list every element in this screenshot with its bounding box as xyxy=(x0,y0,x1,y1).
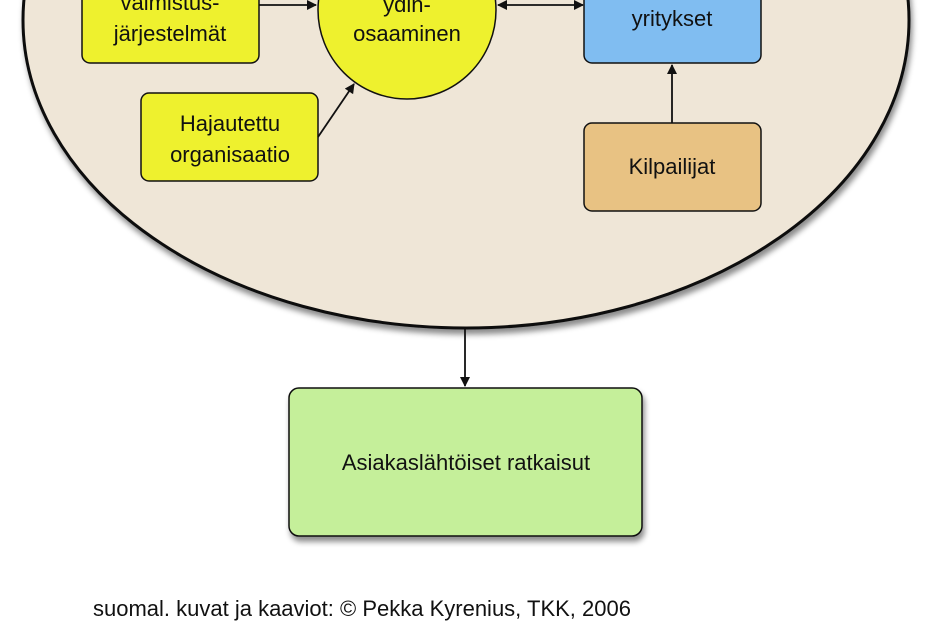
manufacturing-systems-box xyxy=(81,0,260,64)
distributed-organization-box xyxy=(140,92,319,182)
solutions-label: Asiakaslähtöiset ratkaisut xyxy=(342,450,590,475)
companies-label: yritykset xyxy=(632,6,713,31)
distributed-label-line1: Hajautettu xyxy=(180,111,280,136)
customer-solutions-box xyxy=(288,387,643,537)
core-competence-circle xyxy=(317,0,497,100)
companies-box xyxy=(583,0,762,64)
core-label-line2: osaaminen xyxy=(353,21,461,46)
arrow-distributed-to-core xyxy=(317,83,355,138)
core-label-line1: ydin- xyxy=(383,0,431,17)
enterprise-ellipse xyxy=(21,0,911,330)
manufacturing-label-line1: valmistus- xyxy=(120,0,219,15)
competitors-label: Kilpailijat xyxy=(629,154,716,179)
copyright-caption: suomal. kuvat ja kaaviot: © Pekka Kyreni… xyxy=(93,596,631,621)
manufacturing-label-line2: järjestelmät xyxy=(113,21,226,46)
distributed-label-line2: organisaatio xyxy=(170,142,290,167)
